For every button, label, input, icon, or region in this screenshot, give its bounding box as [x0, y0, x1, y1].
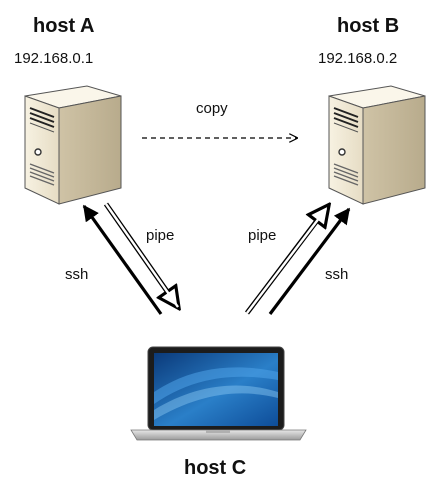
ssh-arrow-to-a	[82, 204, 163, 315]
ssh-label-right: ssh	[325, 266, 349, 283]
pipe-label-left: pipe	[146, 227, 175, 244]
ssh-arrow-to-b	[268, 207, 351, 315]
ssh-label-left: ssh	[65, 266, 89, 283]
pipe-arrow-a-to-c	[103, 202, 178, 307]
laptop-icon	[130, 346, 307, 441]
host-c-title: host C	[184, 457, 247, 479]
pipe-label-right: pipe	[248, 227, 277, 244]
copy-label: copy	[196, 100, 228, 117]
host-b-ip: 192.168.0.2	[318, 50, 398, 67]
server-b-icon	[328, 85, 426, 205]
host-a-title: host A	[33, 15, 95, 37]
pipe-arrow-c-to-b	[245, 206, 328, 315]
host-b-title: host B	[337, 15, 400, 37]
host-a-ip: 192.168.0.1	[14, 50, 94, 67]
server-a-icon	[24, 85, 122, 205]
